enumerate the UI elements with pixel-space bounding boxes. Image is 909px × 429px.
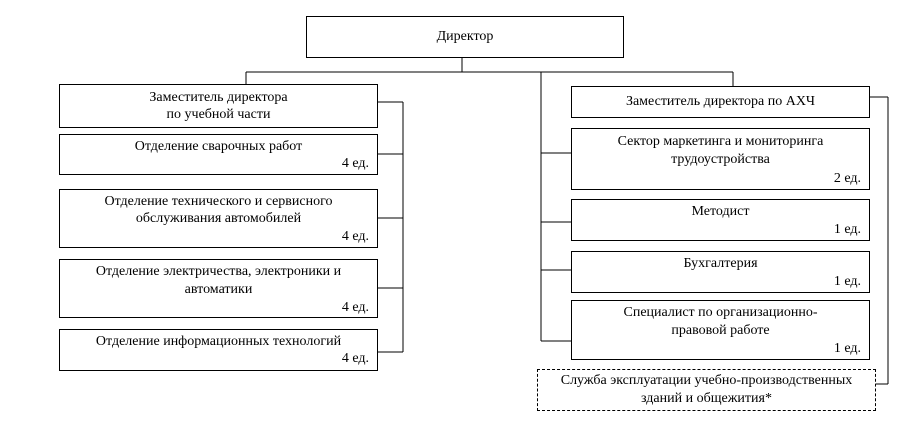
service-line1: Служба эксплуатации учебно-производствен… [560, 373, 853, 388]
unit-auto-service-line1: Отделение технического и сервисного [104, 194, 333, 209]
director-title: Директор [436, 29, 494, 44]
deputy-academic-line1: Заместитель директора [149, 90, 288, 105]
unit-legal-count: 1 ед. [833, 341, 861, 356]
unit-it-count: 4 ед. [341, 351, 369, 366]
unit-methodist-count: 1 ед. [833, 222, 861, 237]
deputy-academic-line2: по учебной части [166, 107, 271, 122]
unit-marketing-count: 2 ед. [833, 171, 861, 186]
unit-methodist-title: Методист [691, 204, 750, 219]
unit-auto-service-count: 4 ед. [341, 229, 369, 244]
unit-it-title: Отделение информационных технологий [95, 334, 342, 349]
unit-legal-line2: правовой работе [671, 323, 770, 338]
unit-accounting-box: Бухгалтерия 1 ед. [571, 251, 870, 293]
unit-legal-line1: Специалист по организационно- [623, 305, 818, 320]
deputy-ahch-title: Заместитель директора по АХЧ [625, 94, 816, 109]
unit-welding-title: Отделение сварочных работ [134, 139, 303, 154]
unit-legal-box: Специалист по организационно- правовой р… [571, 300, 870, 360]
unit-electrical-line1: Отделение электричества, электроники и [95, 264, 342, 279]
unit-electrical-box: Отделение электричества, электроники и а… [59, 259, 378, 318]
unit-auto-service-line2: обслуживания автомобилей [135, 211, 302, 226]
director-box: Директор [306, 16, 624, 58]
unit-it-box: Отделение информационных технологий 4 ед… [59, 329, 378, 371]
unit-welding-box: Отделение сварочных работ 4 ед. [59, 134, 378, 175]
unit-welding-count: 4 ед. [341, 156, 369, 171]
unit-marketing-box: Сектор маркетинга и мониторинга трудоуст… [571, 128, 870, 190]
unit-accounting-count: 1 ед. [833, 274, 861, 289]
unit-electrical-count: 4 ед. [341, 300, 369, 315]
unit-methodist-box: Методист 1 ед. [571, 199, 870, 241]
deputy-academic-box: Заместитель директора по учебной части [59, 84, 378, 128]
service-box: Служба эксплуатации учебно-производствен… [537, 369, 876, 411]
service-line2: зданий и общежития* [641, 391, 772, 406]
unit-marketing-line2: трудоустройства [671, 152, 770, 167]
unit-marketing-line1: Сектор маркетинга и мониторинга [617, 134, 824, 149]
unit-auto-service-box: Отделение технического и сервисного обсл… [59, 189, 378, 248]
deputy-ahch-box: Заместитель директора по АХЧ [571, 86, 870, 118]
unit-electrical-line2: автоматики [184, 282, 253, 297]
unit-accounting-title: Бухгалтерия [683, 256, 758, 271]
